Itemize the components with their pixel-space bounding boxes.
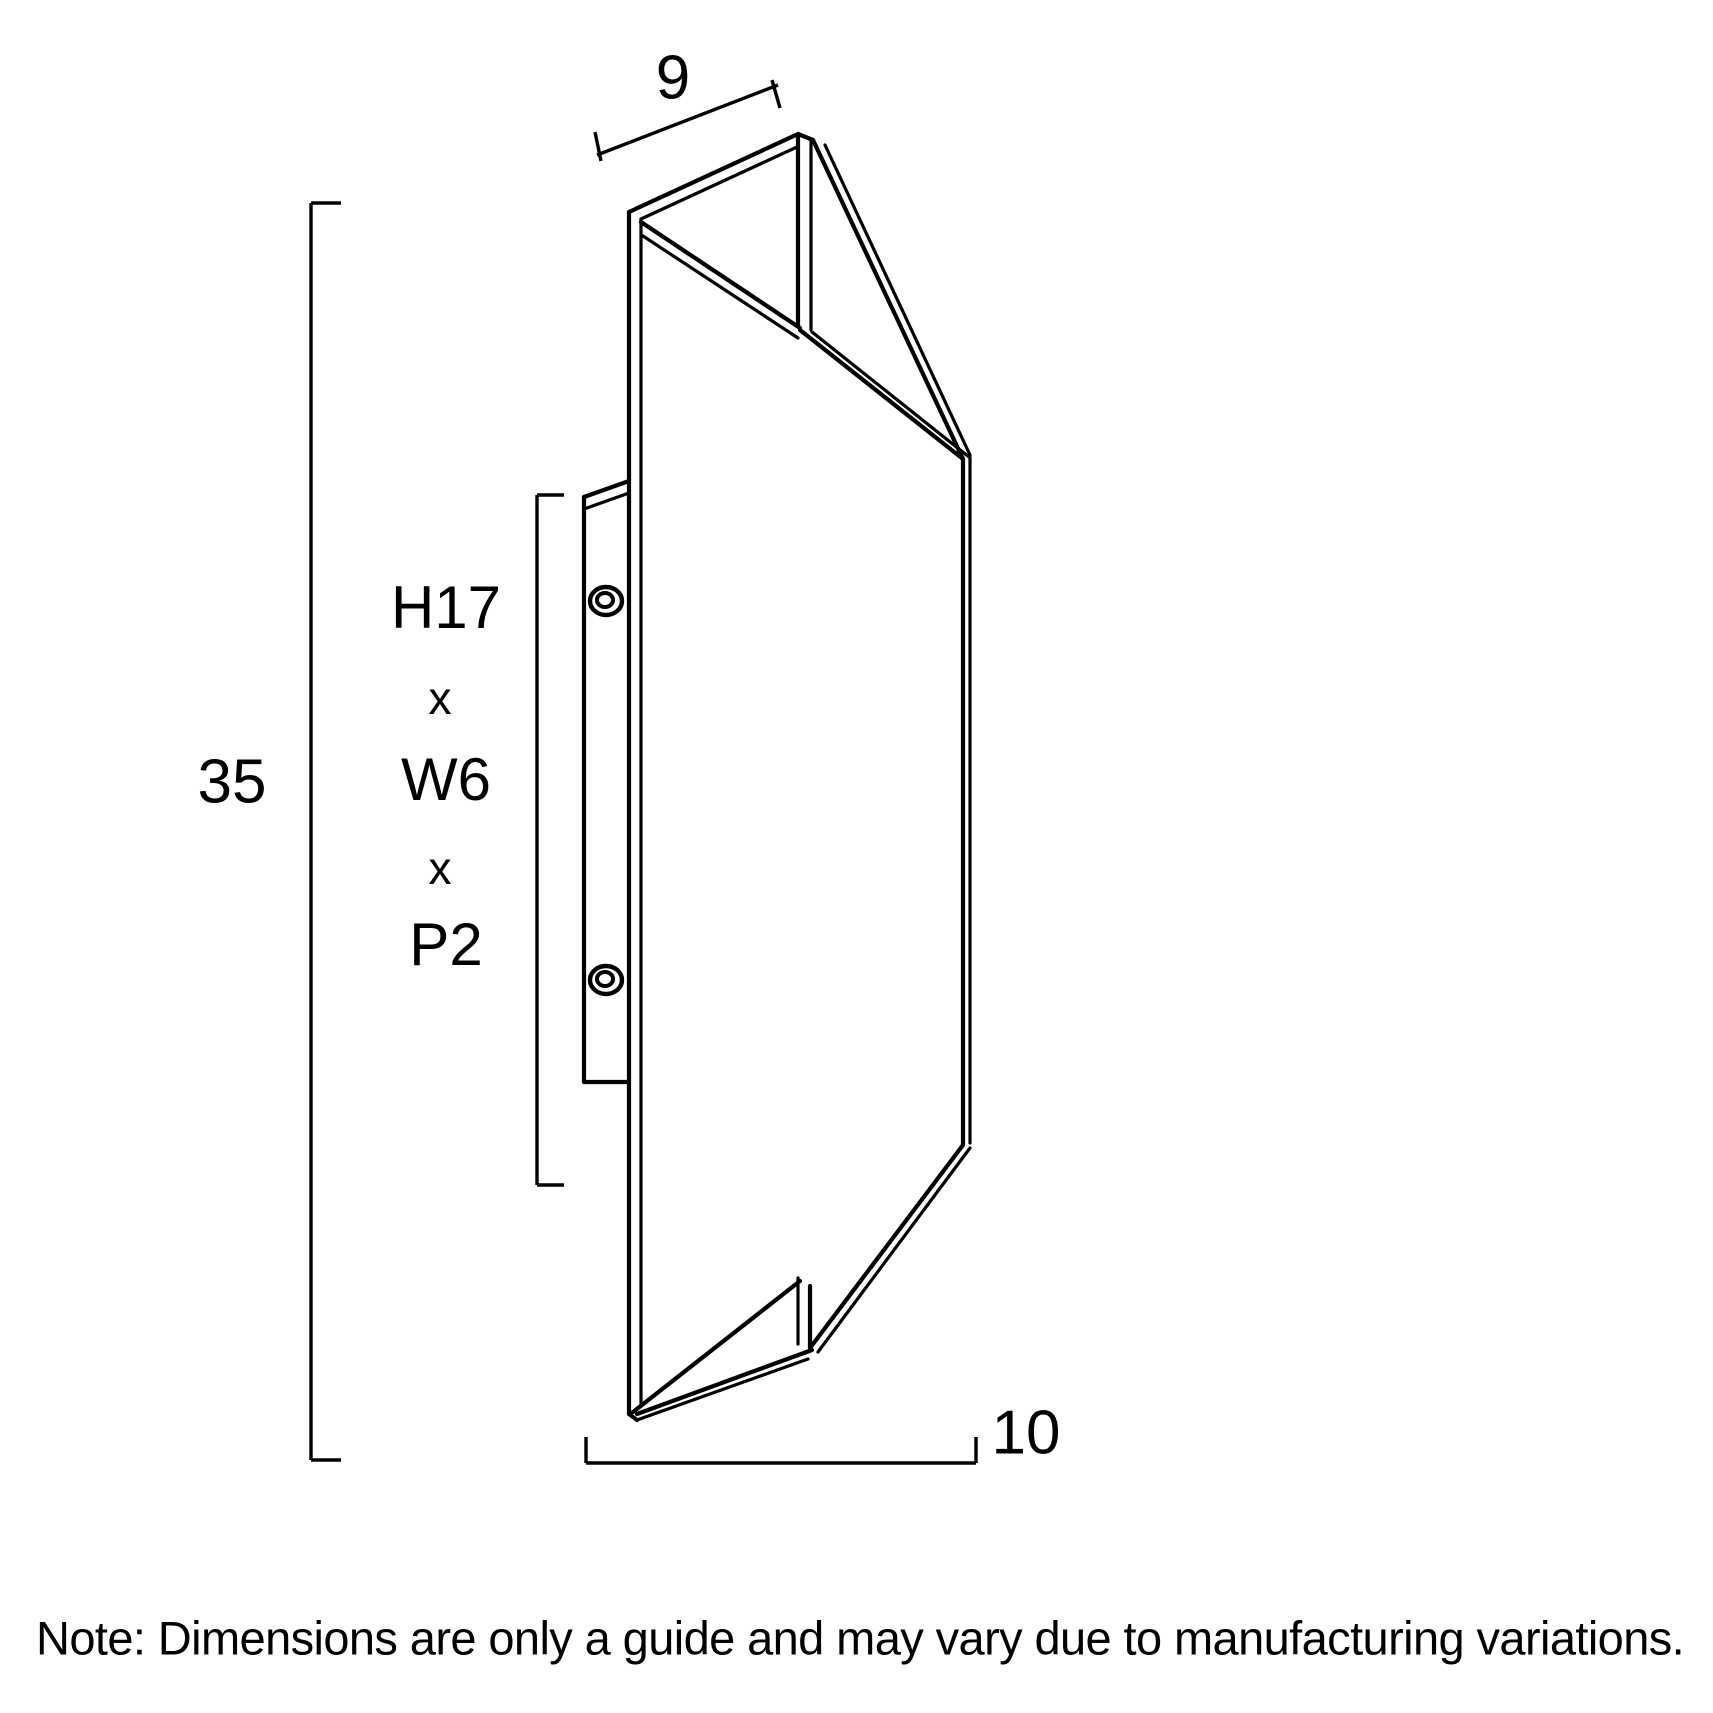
screw-hole-inner-ring-upper: [595, 591, 615, 609]
screw-hole-inner-ring-lower: [595, 970, 615, 988]
screw-hole-outer-ring-lower: [587, 963, 625, 997]
top-diagonal-inner-offset: [641, 234, 800, 340]
overall-height-dimension: 35: [198, 201, 341, 1462]
manufacturing-note: Note: Dimensions are only a guide and ma…: [36, 1611, 1684, 1664]
sconce-body: [581, 131, 972, 1423]
top-width-label: 9: [656, 43, 690, 112]
upper-right-slope-inner: [823, 143, 972, 457]
mount-plate-top-edge: [581, 478, 632, 500]
bottom-depth-dimension: 10: [584, 1398, 1061, 1467]
screw-hole-icon-upper: [587, 584, 625, 618]
top-dimension-tick-right: [770, 79, 782, 109]
spec-height-label: H17: [391, 574, 501, 641]
spec-separator-1: x: [429, 672, 452, 724]
mount-plate-dimension: [535, 493, 564, 1187]
lower-diagonal-upper: [630, 1278, 803, 1415]
bottom-depth-label: 10: [992, 1398, 1061, 1467]
spec-width-label: W6: [401, 746, 491, 813]
screw-hole-icon-lower: [587, 963, 625, 997]
top-diagonal-inner: [638, 219, 803, 331]
overall-height-label: 35: [198, 747, 267, 816]
top-dimension-tick-left: [593, 131, 603, 162]
spec-block: H17 x W6 x P2: [391, 574, 501, 978]
upper-diagonal-to-apex: [797, 327, 966, 462]
top-dimension-line: [596, 83, 779, 157]
lower-right-slope-outer: [807, 1142, 966, 1351]
upper-right-slope-outer: [810, 137, 966, 462]
top-width-dimension: 9: [593, 43, 782, 162]
bottom-left-tip: [626, 1411, 640, 1423]
lower-right-slope-inner: [816, 1146, 972, 1354]
upper-diagonal-to-apex-offset: [810, 330, 971, 459]
mount-plate-top-edge-inner: [582, 491, 631, 511]
spec-separator-2: x: [429, 842, 452, 894]
lower-diagonal-lower-outer: [634, 1347, 815, 1417]
top-inner-fold-edge: [639, 145, 799, 221]
spec-projection-label: P2: [409, 911, 482, 978]
screw-hole-outer-ring-upper: [587, 584, 625, 618]
lower-diagonal-lower-inner: [635, 1357, 810, 1422]
